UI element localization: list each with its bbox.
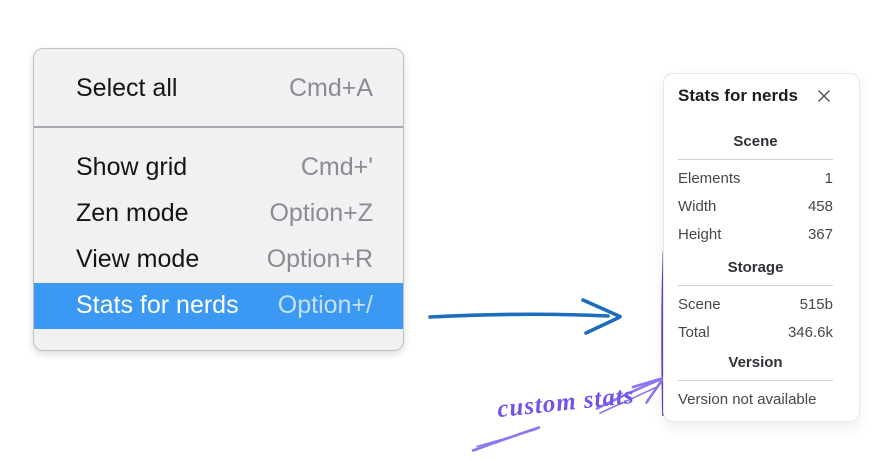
stats-panel-title: Stats for nerds <box>678 86 798 105</box>
stat-label: Height <box>678 225 722 243</box>
stats-row-scene: Scene 515b <box>678 290 833 318</box>
annotation-custom-stats: custom stats <box>495 381 636 424</box>
stat-label: Total <box>678 323 710 341</box>
stats-panel-header: Stats for nerds <box>678 86 833 106</box>
close-button[interactable] <box>815 87 833 105</box>
flow-arrow <box>428 298 622 335</box>
stat-label: Width <box>678 197 717 215</box>
stats-row-width: Width 458 <box>678 192 833 220</box>
stat-value: 1 <box>824 169 833 187</box>
stats-note: Version not available <box>678 390 817 408</box>
menu-item-shortcut: Cmd+A <box>288 73 373 102</box>
menu-item-shortcut: Option+R <box>266 245 373 273</box>
menu-item-label: Show grid <box>76 153 188 181</box>
stat-value: 346.6k <box>787 323 833 341</box>
menu-item-shortcut: Cmd+' <box>300 153 373 181</box>
menu-item-label: Zen mode <box>76 199 189 227</box>
menu-item-show-grid[interactable]: Show grid Cmd+' <box>34 145 403 191</box>
menu-item-view-mode[interactable]: View mode Option+R <box>34 237 403 283</box>
stats-section-heading: Version <box>728 354 783 371</box>
menu-item-select-all[interactable]: Select all Cmd+A <box>34 65 403 111</box>
menu-item-label: Select all <box>76 73 178 102</box>
stats-row-total: Total 346.6k <box>678 318 833 346</box>
stat-value: 458 <box>807 197 833 215</box>
menu-divider <box>34 126 403 128</box>
menu-section-0: Select all Cmd+A <box>34 49 403 126</box>
stat-value: 367 <box>807 225 833 243</box>
stats-section-heading: Storage <box>727 259 784 276</box>
stats-row-height: Height 367 <box>678 220 833 248</box>
menu-item-label: Stats for nerds <box>76 291 239 319</box>
close-icon <box>817 89 831 103</box>
stats-row-elements: Elements 1 <box>678 164 833 192</box>
section-divider <box>678 380 833 381</box>
menu-item-zen-mode[interactable]: Zen mode Option+Z <box>34 191 403 237</box>
stat-value: 515b <box>799 295 833 313</box>
menu-item-shortcut: Option+/ <box>277 291 373 319</box>
stat-label: Scene <box>678 295 721 313</box>
stats-section-heading: Scene <box>733 133 778 150</box>
section-divider <box>678 285 833 286</box>
menu-item-label: View mode <box>76 245 200 273</box>
menu-item-stats-for-nerds[interactable]: Stats for nerds Option+/ <box>34 282 403 329</box>
section-divider <box>678 159 833 160</box>
menu-item-shortcut: Option+Z <box>269 199 373 227</box>
stat-label: Elements <box>678 169 741 187</box>
